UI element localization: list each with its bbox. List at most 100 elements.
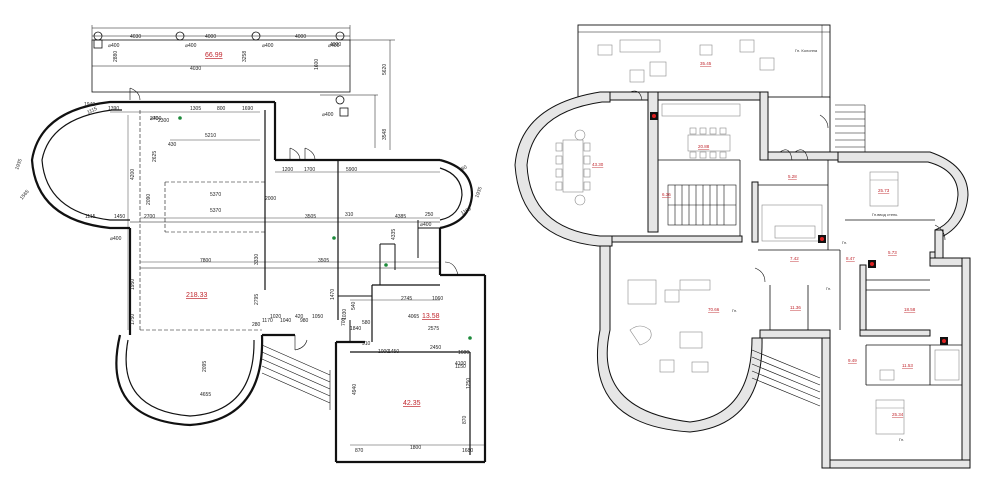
dimension-label: 2575 <box>428 326 439 332</box>
room-area-label: 11.53 <box>902 363 913 368</box>
dimension-label: 1940 <box>84 102 95 108</box>
dimension-label: 5620 <box>382 64 388 75</box>
doors <box>129 87 459 351</box>
room-area-label: 20.88 <box>698 144 710 149</box>
room-area-label: 11.36 <box>790 305 801 310</box>
dimension-label: 1935 <box>14 158 24 171</box>
room-area-label: 18.58 <box>904 307 916 312</box>
room-area-label: 43.30 <box>592 162 604 167</box>
dimension-label: 4200 <box>130 169 136 180</box>
dimension-label: 4100 <box>455 361 466 367</box>
room-note-label: Гн.ввод стенк. <box>872 212 898 217</box>
room-area-label: 5.28 <box>788 174 797 179</box>
staircase <box>667 104 866 407</box>
room-area-label: 42.35 <box>403 400 421 407</box>
dimension-label: 1600 <box>314 59 320 70</box>
column-diameter-label: ⌀400 <box>110 236 122 242</box>
main-walls <box>30 100 487 464</box>
dimension-label: 580 <box>362 320 371 326</box>
dimension-label: 870 <box>355 448 364 454</box>
dimension-label: 1565 <box>19 189 31 202</box>
room-note-label: Гн. Колонна <box>795 48 818 53</box>
dimension-label: 4000 <box>205 34 216 40</box>
dimension-label: 1800 <box>410 445 421 451</box>
room-area-label: 35.45 <box>700 61 712 66</box>
dimension-label: 1950 <box>130 279 136 290</box>
dimension-label: 1170 <box>262 318 273 324</box>
dimension-label: 5370 <box>210 208 221 214</box>
room-area-label: 9.49 <box>848 358 857 363</box>
column-diameter-label: ⌀400 <box>150 116 162 122</box>
left-floor-plan <box>30 25 487 464</box>
dimension-label: 4030 <box>190 66 201 72</box>
dimension-label: 4335 <box>391 229 397 240</box>
marker-green <box>384 263 388 267</box>
dimension-label: 5210 <box>205 133 216 139</box>
terrace-columns <box>93 31 349 117</box>
column-diameter-label: ⌀400 <box>328 43 340 49</box>
right-area-labels: 35.45 43.30 20.88 6.36 5.28 25.73 7.42 8.47 5.73… <box>592 61 916 417</box>
column-diameter-label: ⌀400 <box>185 43 197 49</box>
partitions <box>658 159 962 386</box>
room-area-label: 8.47 <box>846 256 855 261</box>
dimension-label: 1470 <box>330 289 336 300</box>
dimension-label: 1450 <box>114 214 125 220</box>
dimension-label: 2625 <box>152 151 158 162</box>
column-diameter-label: ⌀400 <box>108 43 120 49</box>
dimension-label: 2090 <box>146 194 152 205</box>
dimension-label: 4000 <box>295 34 306 40</box>
riser-markers <box>650 112 948 345</box>
dimension-label: 7800 <box>200 258 211 264</box>
marker-green <box>468 336 472 340</box>
dimension-label: 5900 <box>346 167 357 173</box>
dimension-label: 1690 <box>242 106 253 112</box>
dimension-label: 1050 <box>312 314 323 320</box>
room-area-label: 6.36 <box>662 192 671 197</box>
dimension-label: 4655 <box>200 392 211 398</box>
room-note-label: Гн. <box>732 308 737 313</box>
dimension-label: 1700 <box>304 167 315 173</box>
room-area-label: 218.33 <box>186 292 208 299</box>
dimension-label: 430 <box>168 142 177 148</box>
dimension-label: 870 <box>462 415 468 424</box>
dimension-label: 1305 <box>190 106 201 112</box>
room-area-label: 25.73 <box>878 188 890 193</box>
doors-right <box>629 90 946 283</box>
dimension-label: 980 <box>300 318 309 324</box>
dimension-label: 4385 <box>395 214 406 220</box>
marker-green <box>332 236 336 240</box>
terrace-outline <box>91 25 395 150</box>
column-diameter-label: ⌀400 <box>420 222 432 228</box>
dimension-label: 1115 <box>86 106 98 116</box>
dimension-label: 1390 <box>108 106 119 112</box>
room-note-label: Гн. <box>842 240 847 245</box>
dimension-label: 2450 <box>430 345 441 351</box>
dimension-label: 1680 <box>462 448 473 454</box>
column-diameter-label: ⌀400 <box>322 112 334 118</box>
dimension-label: 4940 <box>352 384 358 395</box>
room-area-label: 5.73 <box>888 250 897 255</box>
dimension-label: 1160 <box>460 206 473 217</box>
dimension-label: 310 <box>345 212 354 218</box>
room-area-label: 7.42 <box>790 256 799 261</box>
dimension-label: 1935 <box>474 186 484 199</box>
dimension-label: 2700 <box>144 214 155 220</box>
dimension-label: 3330 <box>254 254 260 265</box>
dimension-label: 2795 <box>254 294 260 305</box>
dimension-label: 1115 <box>85 214 96 220</box>
dimension-label: 280 <box>252 322 261 328</box>
dimension-label: 2745 <box>401 296 412 302</box>
dimension-label: 3505 <box>305 214 316 220</box>
dimension-label: 1600 <box>458 350 469 356</box>
dimension-label: 1840 <box>350 326 361 332</box>
dimension-label: 700 <box>341 317 347 326</box>
room-area-label: 66.99 <box>205 52 223 59</box>
dimension-label: 1150 <box>455 364 466 370</box>
dimension-label: 910 <box>362 341 371 347</box>
interior-lines <box>110 110 485 446</box>
